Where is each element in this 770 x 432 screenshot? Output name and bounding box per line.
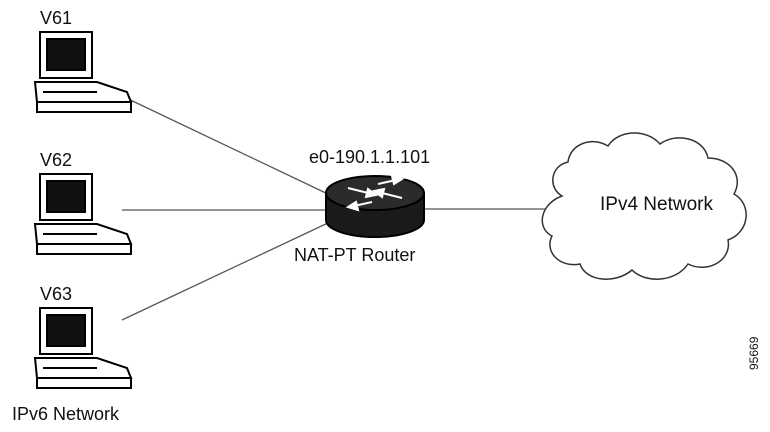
figure-number: 95669	[747, 336, 761, 370]
ipv6-network-label: IPv6 Network	[12, 404, 120, 424]
computer-icon	[33, 173, 133, 255]
ipv4-network-label: IPv4 Network	[600, 194, 713, 215]
router-label: NAT-PT Router	[294, 245, 416, 265]
router-interface-label: e0-190.1.1.101	[309, 147, 431, 167]
links	[121, 95, 548, 321]
host-label-v61: V61	[40, 8, 73, 28]
router-icon	[325, 174, 425, 238]
link-v63-router	[121, 221, 331, 321]
cloud-icon	[541, 132, 747, 280]
link-v61-router	[121, 95, 331, 196]
computer-icon	[33, 307, 133, 389]
computer-icon	[33, 31, 133, 113]
host-label-v62: V62	[40, 150, 73, 170]
host-label-v63: V63	[40, 284, 73, 304]
